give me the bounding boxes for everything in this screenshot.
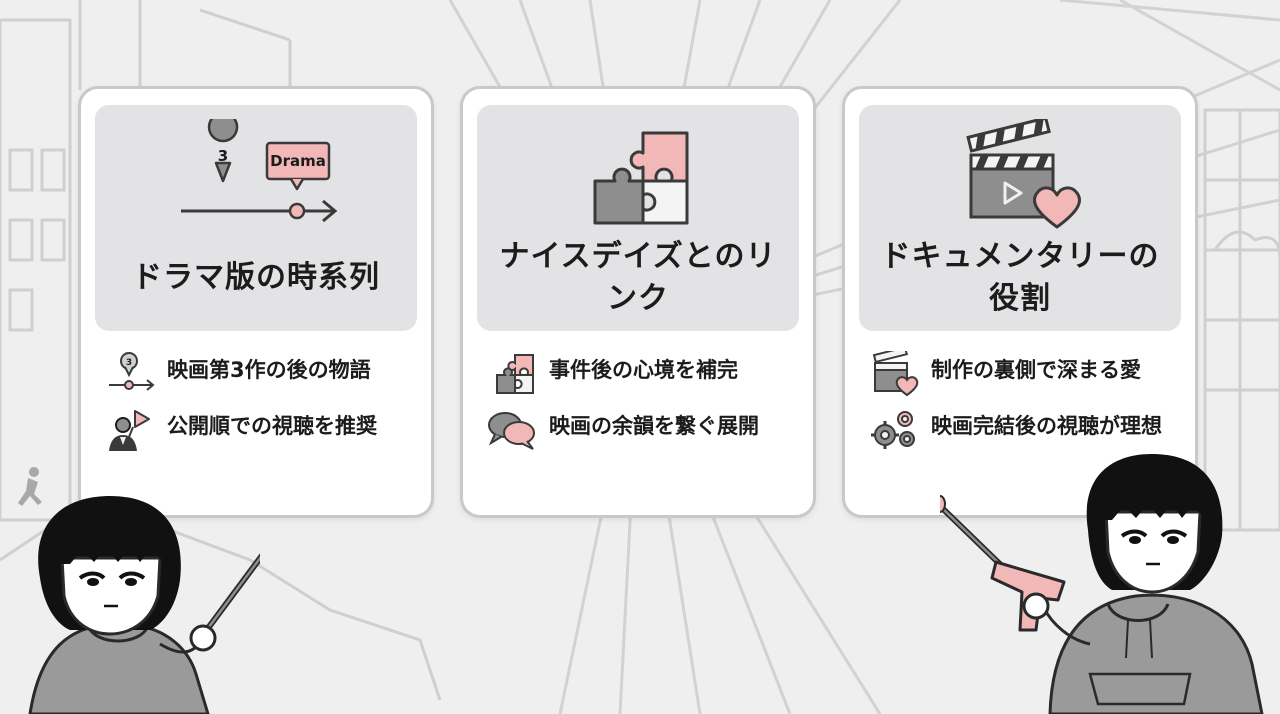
card-nice-days-link: ナイスデイズとのリンク 事件後の心境を補完 映画の余韻を繋ぐ展開 [460,86,816,518]
marker-number: 3 [126,358,132,368]
item-text: 事件後の心境を補完 [549,358,738,382]
gears-icon [871,411,915,449]
card-title: ナイスデイズとのリンク [499,239,777,316]
card-header: ドキュメンタリーの役割 [859,105,1181,331]
girl-with-pink-gun-illustration [940,454,1264,714]
timeline-icon: 3 Drama [181,119,338,223]
item-text: 映画の余韻を繋ぐ展開 [549,414,759,438]
drama-tag-label: Drama [270,152,326,170]
item-text: 制作の裏側で深まる愛 [931,358,1141,382]
card-drama-timeline: 3 Drama ドラマ版の時系列 3 映画第3作の後の物語 公開順での視聴を推奨 [78,86,434,518]
marker-number: 3 [218,147,228,165]
speech-bubbles-icon [488,412,535,450]
timeline-small-icon: 3 [109,352,155,391]
card-header: ナイスデイズとのリンク [477,105,799,331]
puzzle-icon [593,131,689,225]
card-header: 3 Drama ドラマ版の時系列 [95,105,417,331]
girl-with-pointer-illustration [28,496,260,714]
puzzle-small-icon [496,354,534,394]
card-documentary-role: ドキュメンタリーの役割 制作の裏側で深まる愛 [842,86,1198,518]
card-title: ドラマ版の時系列 [132,260,380,295]
card-title: ドキュメンタリーの役割 [880,239,1160,316]
presenter-play-icon [109,410,150,451]
clapperboard-heart-icon [966,119,1081,229]
item-text: 公開順での視聴を推奨 [167,414,377,438]
item-text: 映画完結後の視聴が理想 [931,414,1162,438]
clapperboard-small-icon [872,351,919,397]
item-text: 映画第3作の後の物語 [167,358,371,382]
